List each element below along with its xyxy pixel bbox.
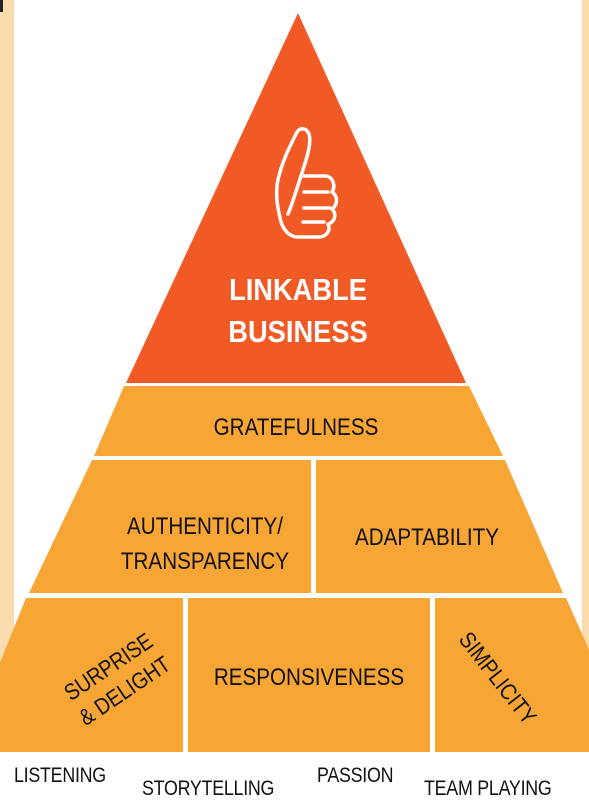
foundation-listening: LISTENING — [14, 764, 106, 787]
pyramid-diagram: LINKABLE BUSINESS GRATEFULNESS AUTHENTIC… — [0, 13, 589, 752]
foundation-storytelling: STORYTELLING — [142, 777, 275, 800]
tier-simplicity — [435, 598, 589, 752]
tier-surprise-delight — [0, 598, 183, 752]
apex-title-line2: BUSINESS — [228, 315, 367, 349]
adaptability-label: ADAPTABILITY — [355, 524, 499, 551]
authenticity-label-line1: AUTHENTICITY/ — [127, 513, 284, 540]
left-side-strip — [0, 0, 14, 745]
right-side-strip — [582, 0, 589, 745]
tier-responsiveness — [188, 598, 430, 752]
tier-adaptability — [316, 460, 563, 593]
corner-mark — [0, 0, 3, 12]
apex-title-line1: LINKABLE — [229, 273, 367, 307]
responsiveness-label: RESPONSIVENESS — [214, 664, 404, 691]
foundation-team-playing: TEAM PLAYING — [424, 777, 552, 800]
thumbs-up-icon — [274, 127, 339, 239]
authenticity-label-line2: TRANSPARENCY — [121, 548, 289, 575]
pyramid-apex — [126, 13, 466, 383]
gratefulness-label: GRATEFULNESS — [214, 414, 379, 441]
tier-gratefulness — [94, 386, 503, 456]
foundation-passion: PASSION — [317, 764, 394, 787]
tier-authenticity — [29, 460, 311, 593]
